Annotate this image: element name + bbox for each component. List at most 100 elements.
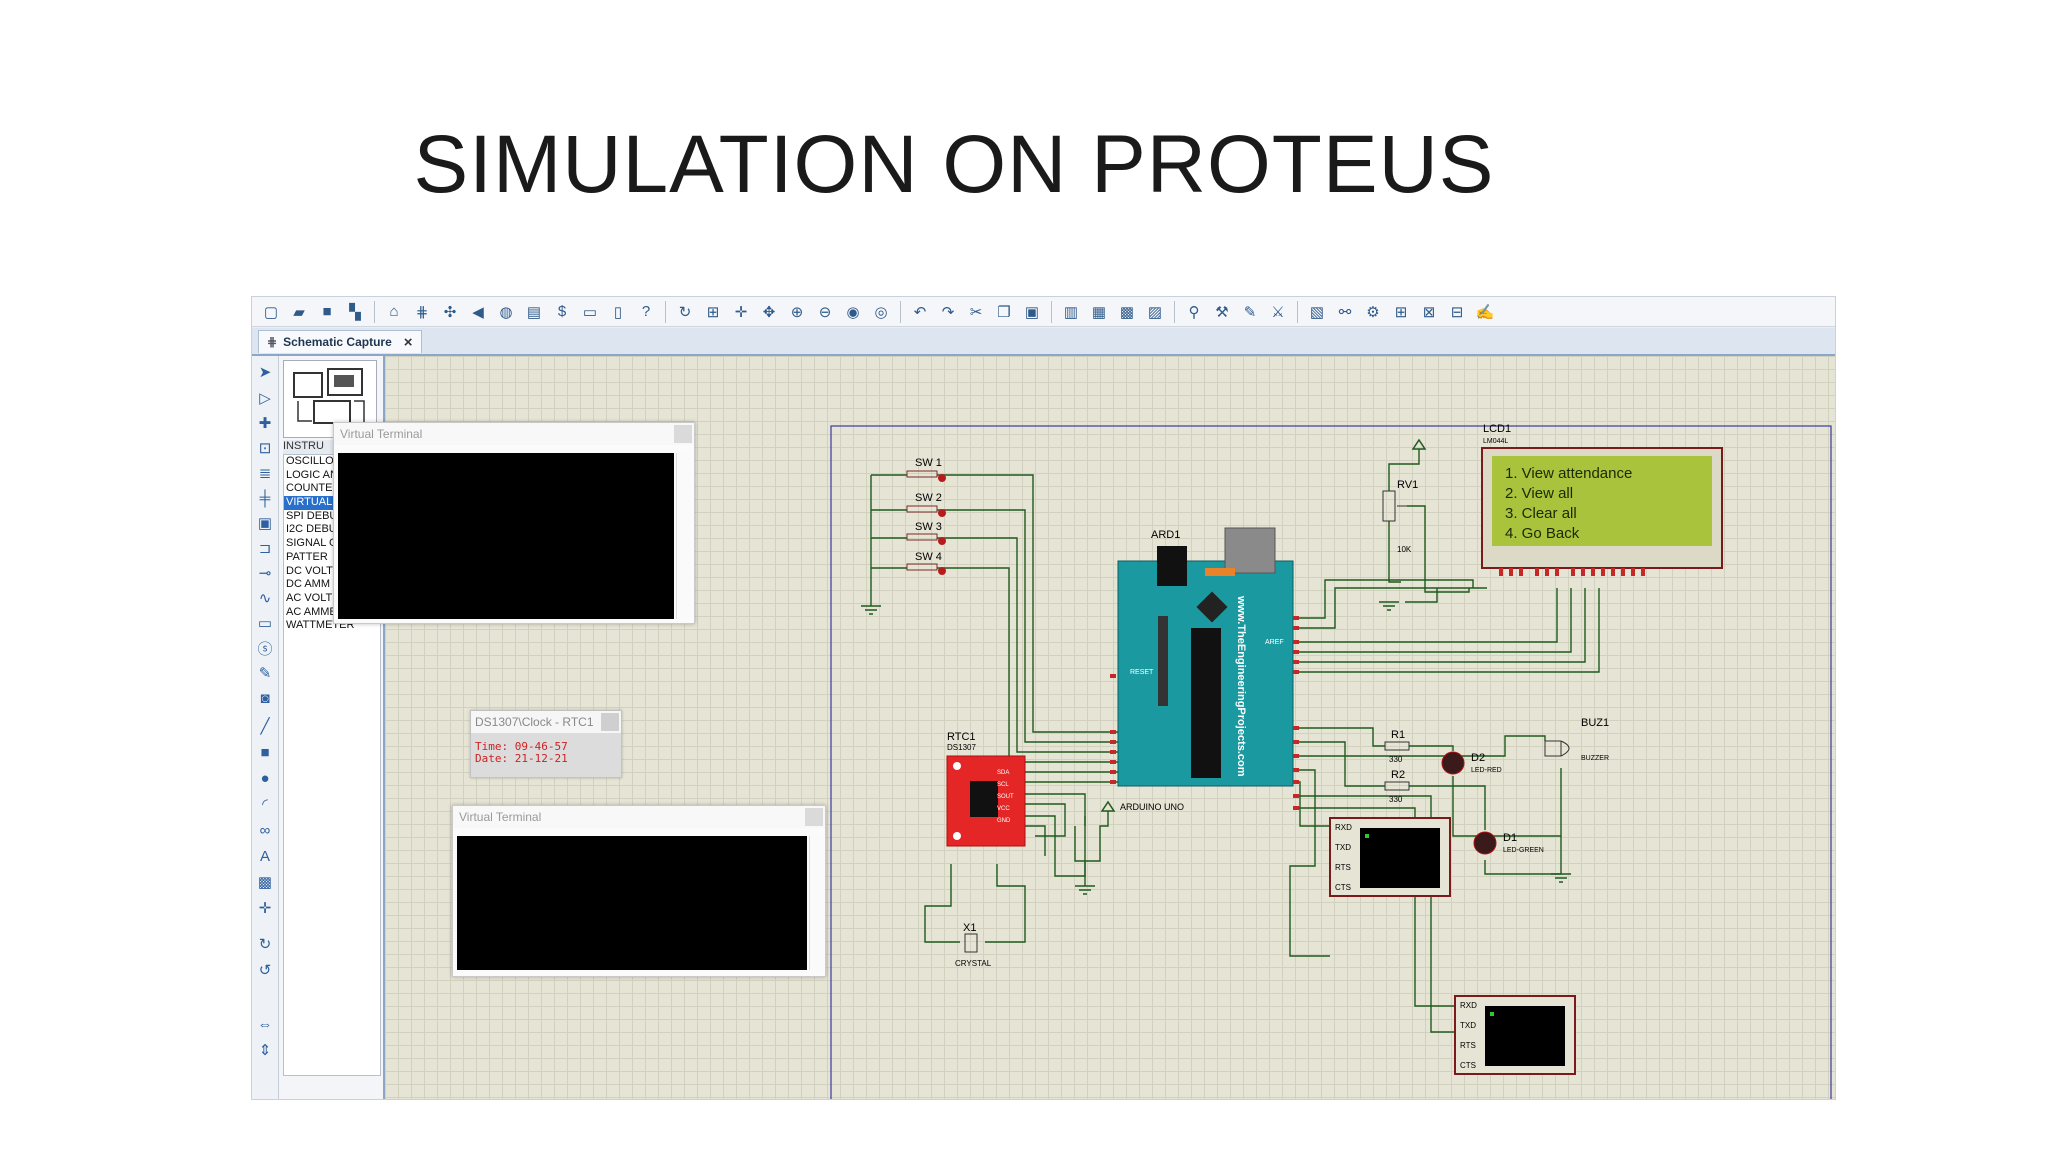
origin-icon[interactable]: ✛ — [734, 303, 748, 321]
switch-3-label: SW 3 — [915, 521, 942, 533]
home-icon[interactable]: ⌂ — [389, 303, 399, 320]
pick-device-icon[interactable]: ⚲ — [1188, 303, 1200, 321]
virtual-terminal-2-title: Virtual Terminal — [459, 810, 542, 824]
selection-mode-icon[interactable]: ➤ — [258, 364, 272, 381]
mirror-horizontal-icon[interactable]: ⇔ — [257, 1015, 273, 1033]
new-file-icon[interactable]: ▢ — [263, 303, 279, 321]
graph-icon[interactable]: ∿ — [258, 590, 272, 607]
text-icon[interactable]: A — [259, 847, 270, 865]
close-icon[interactable]: × — [403, 333, 413, 351]
box-icon[interactable]: ■ — [260, 743, 270, 761]
probe-icon[interactable]: ✎ — [258, 665, 272, 682]
path-icon[interactable]: ∞ — [259, 821, 271, 839]
clock-popup[interactable]: DS1307\Clock - RTC1 Time: 09-46-57 Date:… — [470, 710, 622, 778]
marker-icon[interactable]: ✛ — [258, 900, 272, 917]
redo-icon[interactable]: ↷ — [941, 303, 955, 321]
remove-sheet-icon[interactable]: ⊠ — [1422, 303, 1436, 321]
list-item[interactable]: AC VOLT — [286, 591, 333, 604]
code-icon[interactable]: ▭ — [582, 303, 598, 321]
help-icon[interactable]: ? — [641, 303, 651, 320]
list-item[interactable]: SPI DEBU — [286, 509, 338, 522]
lcd-ref: LCD1 — [1483, 423, 1511, 435]
bus-icon[interactable]: ╪ — [259, 489, 271, 507]
refresh-icon[interactable]: ↻ — [678, 303, 692, 321]
list-item[interactable]: SIGNAL G — [286, 537, 338, 550]
scrollbar[interactable] — [676, 453, 691, 619]
bom-icon[interactable]: ▤ — [526, 303, 542, 321]
d1-ref: D1 — [1503, 832, 1517, 844]
terminal-screen[interactable] — [457, 836, 807, 970]
circle-icon[interactable]: ● — [260, 769, 270, 787]
make-device-icon[interactable]: ⚒ — [1215, 303, 1229, 321]
arc-icon[interactable]: ◜ — [262, 796, 268, 813]
save-icon[interactable]: ■ — [322, 303, 332, 320]
symbol-icon[interactable]: ▩ — [257, 874, 273, 891]
component-mode-icon[interactable]: ▷ — [259, 390, 271, 407]
cost-icon[interactable]: $ — [557, 303, 567, 320]
schematic-icon[interactable]: ⋕ — [415, 303, 429, 321]
device-pins-icon[interactable]: ⊸ — [258, 565, 272, 582]
list-item[interactable]: DC AMM — [286, 578, 330, 591]
text-script-icon[interactable]: ≣ — [258, 465, 272, 482]
list-item[interactable]: LOGIC AN — [286, 468, 338, 481]
minimize-button[interactable] — [674, 425, 692, 443]
tab-schematic-capture[interactable]: ⋕ Schematic Capture × — [258, 330, 422, 353]
zoom-in-icon[interactable]: ⊕ — [790, 303, 804, 321]
list-item[interactable]: OSCILLO — [286, 455, 334, 467]
new-sheet-icon[interactable]: ⊞ — [1394, 303, 1408, 321]
package-icon[interactable]: ✎ — [1243, 303, 1257, 321]
virtual-terminal-window-2[interactable]: Virtual Terminal — [452, 805, 826, 977]
toolbar: ▢ ▰ ■ ▚ ⌂ ⋕ ✣ ◀ ◍ ▤ $ ▭ ▯ ? ↻ ⊞ ✛ ✥ ⊕ ⊖ … — [252, 297, 1835, 327]
lcd-line-2: 2. View all — [1505, 485, 1573, 502]
report-icon[interactable]: ✍ — [1475, 303, 1495, 321]
notes-icon[interactable]: ▯ — [613, 303, 623, 321]
exit-parent-icon[interactable]: ⊟ — [1450, 303, 1464, 321]
cut-icon[interactable]: ✂ — [969, 303, 983, 321]
terminal-screen[interactable] — [338, 453, 674, 619]
scrollbar[interactable] — [809, 836, 824, 970]
generator-icon[interactable]: ⓢ — [257, 640, 273, 658]
r1-value: 330 — [1389, 755, 1403, 764]
decompose-icon[interactable]: ⚔ — [1271, 303, 1285, 321]
minimize-button[interactable] — [601, 713, 619, 731]
zoom-area-icon[interactable]: ◎ — [874, 303, 888, 321]
wire-autorouter-icon[interactable]: ▧ — [1309, 303, 1325, 321]
search-icon[interactable]: ⚯ — [1338, 303, 1352, 321]
open-folder-icon[interactable]: ▰ — [293, 303, 305, 321]
gerber-icon[interactable]: ◍ — [499, 303, 513, 321]
instruments-icon[interactable]: ◙ — [260, 689, 270, 707]
block-copy-icon[interactable]: ▥ — [1063, 303, 1079, 321]
grid-icon[interactable]: ⊞ — [706, 303, 720, 321]
zoom-out-icon[interactable]: ⊖ — [818, 303, 832, 321]
lcd-line-1: 1. View attendance — [1505, 465, 1632, 482]
subcircuit-icon[interactable]: ▣ — [257, 515, 273, 532]
list-item[interactable]: COUNTE — [286, 482, 333, 495]
block-delete-icon[interactable]: ▨ — [1147, 303, 1163, 321]
rtc-pin-vcc: VCC — [997, 806, 1010, 812]
rotate-cw-icon[interactable]: ↻ — [258, 936, 272, 953]
copy-icon[interactable]: ❐ — [997, 303, 1011, 321]
list-item[interactable]: DC VOLT — [286, 564, 333, 577]
property-tool-icon[interactable]: ⚙ — [1366, 303, 1380, 321]
virtual-terminal-window-1[interactable]: Virtual Terminal — [333, 422, 695, 624]
mirror-vertical-icon[interactable]: ⇕ — [258, 1042, 272, 1059]
list-item[interactable]: I2C DEBU — [286, 523, 337, 536]
paste-icon[interactable]: ▣ — [1024, 303, 1040, 321]
zoom-all-icon[interactable]: ◉ — [846, 303, 860, 321]
junction-icon[interactable]: ✚ — [258, 415, 272, 432]
pcb-icon[interactable]: ✣ — [443, 303, 457, 321]
block-rotate-icon[interactable]: ▩ — [1119, 303, 1135, 321]
rewind-icon[interactable]: ◀ — [472, 303, 484, 321]
line-icon[interactable]: ╱ — [260, 718, 270, 735]
minimize-button[interactable] — [805, 808, 823, 826]
wire-label-icon[interactable]: ⊡ — [258, 440, 272, 457]
import-icon[interactable]: ▚ — [349, 303, 361, 321]
undo-icon[interactable]: ↶ — [913, 303, 927, 321]
pan-icon[interactable]: ✥ — [762, 303, 776, 321]
rotate-ccw-icon[interactable]: ↺ — [258, 962, 272, 979]
list-item[interactable]: PATTER — [286, 550, 328, 563]
tape-recorder-icon[interactable]: ▭ — [257, 615, 273, 632]
d2-ref: D2 — [1471, 752, 1485, 764]
terminals-icon[interactable]: ⊐ — [258, 540, 272, 557]
block-move-icon[interactable]: ▦ — [1091, 303, 1107, 321]
